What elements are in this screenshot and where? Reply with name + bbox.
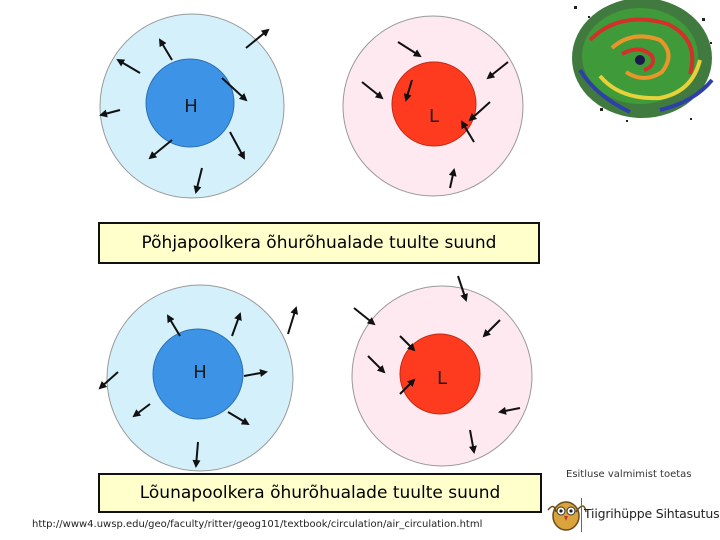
south-low-pressure-system: L: [351, 275, 533, 467]
wind-arrow: [498, 406, 521, 415]
north-low-center: [391, 61, 477, 147]
source-url[interactable]: http://www4.uwsp.edu/geo/faculty/ritter/…: [32, 519, 483, 530]
wind-arrow: [116, 58, 141, 74]
wind-arrow: [486, 61, 509, 80]
wind-arrow: [397, 41, 422, 58]
north-hemisphere-caption: Põhjapoolkera õhurõhualade tuulte suund: [98, 222, 540, 264]
south-high-center: [152, 328, 244, 420]
foundation-name: Tiigrihüppe Sihtasutus: [584, 506, 720, 521]
wind-arrow: [98, 371, 119, 390]
wind-arrow: [229, 131, 245, 160]
logo-divider: [581, 498, 582, 532]
south-low-label: L: [437, 368, 447, 389]
cyclone-radar-image: [568, 0, 720, 130]
wind-arrow: [482, 319, 501, 338]
wind-arrow: [221, 77, 248, 102]
wind-arrow: [158, 38, 173, 61]
wind-arrow: [399, 378, 416, 395]
support-text: Esitluse valmimist toetas: [566, 469, 692, 480]
owl-logo: [547, 501, 587, 531]
north-high-pressure-system: H: [99, 13, 285, 199]
wind-arrow: [166, 314, 181, 337]
north-high-label: H: [184, 96, 198, 117]
wind-arrow: [192, 441, 201, 468]
north-low-pressure-system: L: [342, 15, 524, 197]
north-low-label: L: [429, 106, 439, 127]
wind-arrow: [193, 167, 203, 194]
wind-arrow: [287, 306, 299, 335]
wind-arrow: [231, 312, 242, 337]
wind-arrow: [353, 307, 376, 326]
wind-arrow: [460, 120, 475, 143]
south-high-label: H: [193, 362, 207, 383]
south-high-pressure-system: H: [98, 284, 299, 472]
wind-arrow: [403, 79, 413, 102]
wind-arrow: [468, 101, 491, 122]
wind-arrow: [367, 355, 386, 374]
south-low-center: [399, 333, 481, 415]
north-high-center: [145, 58, 235, 148]
wind-arrow: [227, 411, 250, 426]
wind-arrow: [99, 109, 121, 118]
wind-arrow: [399, 335, 416, 352]
wind-arrow: [457, 275, 468, 302]
wind-arrow: [361, 81, 384, 100]
south-hemisphere-caption: Lõunapoolkera õhurõhualade tuulte suund: [98, 473, 542, 513]
wind-arrow: [245, 28, 270, 49]
wind-arrow: [148, 139, 173, 160]
wind-arrow: [468, 429, 477, 454]
wind-arrow: [448, 168, 457, 189]
wind-arrow: [243, 369, 268, 378]
wind-arrow: [132, 403, 151, 418]
